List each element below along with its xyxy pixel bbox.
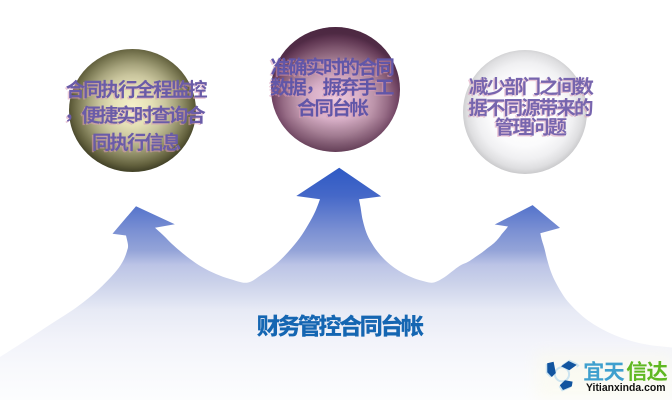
svg-text:Yitianxinda.com: Yitianxinda.com (586, 382, 666, 394)
